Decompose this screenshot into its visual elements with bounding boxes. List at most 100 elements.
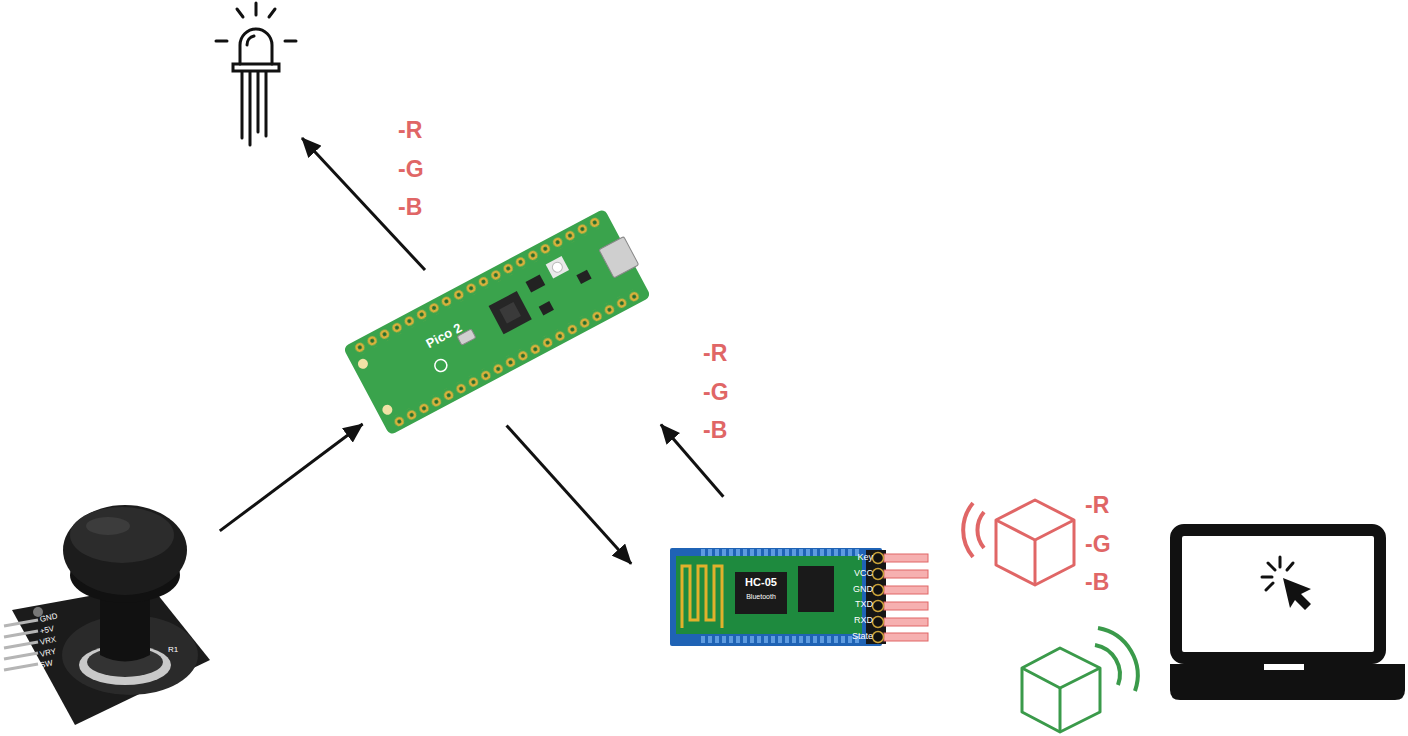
pin-header <box>866 550 886 644</box>
regulator <box>539 301 554 315</box>
data-arrow <box>220 424 363 531</box>
led-flange <box>233 64 279 71</box>
header-pin <box>4 620 38 626</box>
green-data-cube <box>1022 628 1138 732</box>
cube-edge <box>1059 688 1062 732</box>
mcu-chip <box>489 291 532 334</box>
signal-wave <box>977 512 984 548</box>
node-text: VCC <box>828 569 873 578</box>
pin-row <box>390 287 643 429</box>
pin-hole <box>873 569 884 580</box>
pin-hole <box>873 553 884 564</box>
pin-hole <box>873 585 884 596</box>
led-leg <box>241 72 244 138</box>
button-cap <box>551 260 565 274</box>
node-text: Bluetooth <box>735 593 787 600</box>
node-text: RXD <box>828 616 873 625</box>
click-ray <box>1262 576 1272 579</box>
cube-edge <box>996 520 1074 540</box>
header-pin <box>4 653 38 659</box>
click-rays <box>1262 557 1293 590</box>
bootsel-button <box>546 256 569 279</box>
module-pcb <box>670 548 882 646</box>
header-pin <box>4 642 38 648</box>
header-pin <box>884 554 928 562</box>
node-text: Key <box>828 553 873 562</box>
part-label: R1 <box>168 646 178 654</box>
flash-chip <box>526 274 546 292</box>
hc05-module <box>670 548 928 646</box>
header-pin <box>884 602 928 610</box>
header-pin <box>884 586 928 594</box>
laptop-notch <box>1264 664 1304 670</box>
radio-board <box>676 556 862 634</box>
node-text: GND <box>39 612 58 624</box>
cube-outline <box>996 500 1074 585</box>
red-data-cube <box>963 500 1074 585</box>
signal-wave <box>1095 645 1120 685</box>
pin-hole <box>873 601 884 612</box>
signal-wave <box>963 503 973 557</box>
mount-hole <box>381 403 395 417</box>
joystick-knob <box>63 505 187 595</box>
node-text: State <box>828 632 873 641</box>
joystick-module: GND+5VVRXVRYSW <box>0 500 215 730</box>
board-pcb <box>343 208 651 435</box>
usb-connector <box>599 237 639 278</box>
header-pin <box>4 664 38 670</box>
light-ray <box>216 40 227 43</box>
pico-board <box>343 206 655 435</box>
signal-wave <box>1098 628 1138 691</box>
pad-row <box>700 636 860 643</box>
edge-label: -R -G -B <box>703 334 739 450</box>
data-arrow <box>661 424 723 496</box>
header-pin <box>884 633 928 641</box>
pin-hole <box>873 632 884 643</box>
pico-board: Pico 2 <box>355 228 640 418</box>
led-symbol <box>216 3 296 145</box>
node-text: GND <box>828 585 873 594</box>
node-text: +5V <box>39 625 55 636</box>
light-ray <box>285 40 296 43</box>
cube-outline <box>1022 648 1100 732</box>
joystick-module <box>4 505 210 725</box>
bt-chip <box>735 572 787 614</box>
node-text: HC-05 <box>735 577 787 588</box>
pcb-antenna <box>682 566 722 628</box>
laptop-screen <box>1176 530 1380 658</box>
click-ray <box>1287 563 1293 570</box>
click-ray <box>1279 557 1282 567</box>
mouse-cursor <box>1283 578 1311 610</box>
small-part <box>576 270 591 284</box>
light-ray <box>269 9 275 17</box>
led-leg <box>257 72 260 132</box>
laptop-base <box>1170 664 1405 700</box>
laptop-icon <box>1170 530 1405 700</box>
chip-logo <box>499 302 521 324</box>
knob-highlight <box>86 517 130 535</box>
header-pin <box>884 618 928 626</box>
node-text: VRY <box>39 647 57 658</box>
cube-edge <box>1022 668 1100 688</box>
signal-label: -R -G -B <box>398 111 434 227</box>
click-ray <box>1268 563 1275 570</box>
led-shine <box>247 36 254 45</box>
knob-top <box>70 507 174 563</box>
node-text: TXD <box>828 600 873 609</box>
cube-edge <box>1034 540 1037 585</box>
led-leg <box>249 72 252 145</box>
led-dome <box>240 29 272 64</box>
header-pin <box>4 631 38 637</box>
light-ray <box>255 3 258 15</box>
flash-chip <box>798 566 834 612</box>
node-text: SW <box>39 659 53 670</box>
node-text: VRX <box>39 636 57 647</box>
click-ray <box>1266 583 1273 590</box>
data-arrow <box>507 425 632 563</box>
signal-label: -R -G -B <box>1085 486 1121 602</box>
pin-hole <box>873 617 884 628</box>
